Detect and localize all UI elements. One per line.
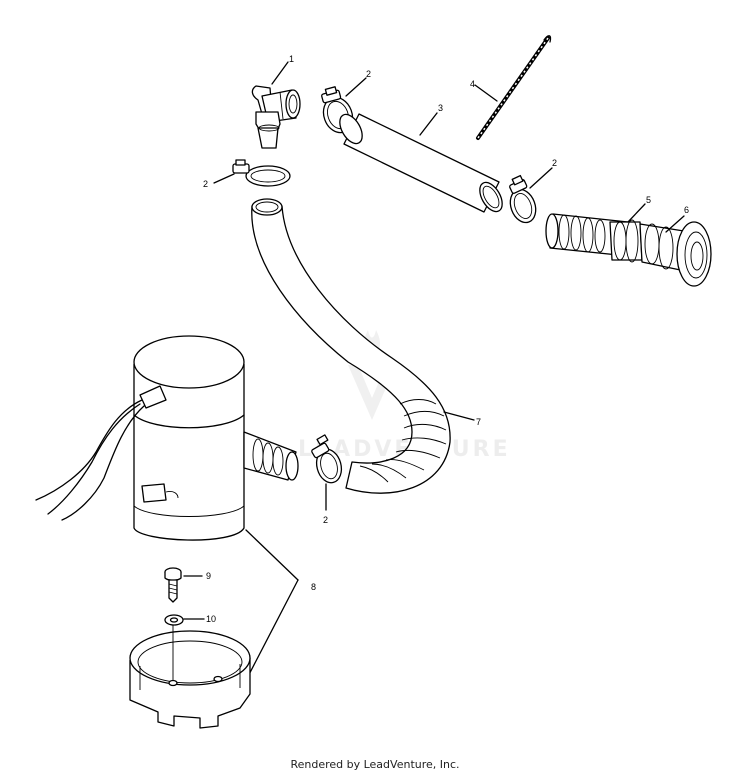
callout-2-left: 2 bbox=[203, 179, 208, 189]
callout-1: 1 bbox=[289, 54, 294, 64]
part-2-hose-clamp-upper[interactable]: 2 bbox=[319, 69, 371, 137]
callout-6: 6 bbox=[684, 205, 689, 215]
part-8-pump-base[interactable] bbox=[129, 624, 251, 729]
part-10-washer[interactable]: 10 bbox=[164, 614, 216, 626]
callout-4: 4 bbox=[470, 79, 475, 89]
part-3-straight-hose[interactable]: 3 bbox=[335, 103, 507, 215]
part-2-hose-clamp-lower[interactable]: 2 bbox=[311, 434, 345, 525]
callout-9: 9 bbox=[206, 571, 211, 581]
part-6-flange-nut[interactable]: 6 bbox=[639, 205, 712, 287]
part-1-elbow-fitting[interactable]: 1 bbox=[251, 54, 301, 149]
callout-5: 5 bbox=[646, 195, 651, 205]
callout-2-right: 2 bbox=[552, 158, 557, 168]
callout-10: 10 bbox=[206, 614, 216, 624]
part-8-bilge-pump[interactable]: 8 bbox=[35, 335, 316, 689]
callout-7: 7 bbox=[476, 417, 481, 427]
part-2-hose-clamp-right[interactable]: 2 bbox=[506, 158, 557, 226]
part-5-thru-hull-fitting[interactable]: 5 bbox=[545, 195, 651, 263]
callout-8: 8 bbox=[311, 582, 316, 592]
callout-2-top: 2 bbox=[366, 69, 371, 79]
footer-credit: Rendered by LeadVenture, Inc. bbox=[290, 758, 460, 771]
part-2-hose-clamp-left[interactable]: 2 bbox=[203, 159, 291, 189]
part-4-cable-tie[interactable]: 4 bbox=[470, 35, 552, 140]
part-7-curved-hose[interactable]: 7 bbox=[251, 198, 481, 494]
callout-3: 3 bbox=[438, 103, 443, 113]
callout-2-bottom: 2 bbox=[323, 515, 328, 525]
part-9-screw[interactable]: 9 bbox=[164, 567, 211, 603]
